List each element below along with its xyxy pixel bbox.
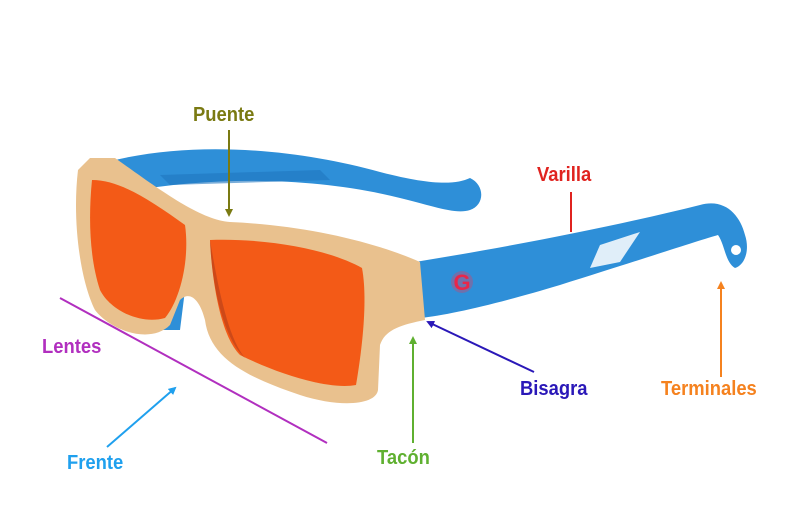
label-tacon: Tacón [377, 447, 430, 469]
lens-right [210, 239, 365, 386]
label-terminales: Terminales [661, 378, 757, 400]
lentes-frente-divider [59, 297, 328, 444]
label-bisagra: Bisagra [520, 378, 588, 400]
label-varilla: Varilla [537, 164, 592, 186]
label-lentes: Lentes [42, 336, 102, 358]
front-temple [415, 203, 747, 318]
bisagra-arrow [426, 320, 535, 373]
label-puente: Puente [193, 104, 255, 126]
frente-arrow [106, 386, 177, 448]
brand-logo: G [453, 270, 470, 295]
lens-left [90, 180, 187, 320]
label-frente: Frente [67, 452, 124, 474]
